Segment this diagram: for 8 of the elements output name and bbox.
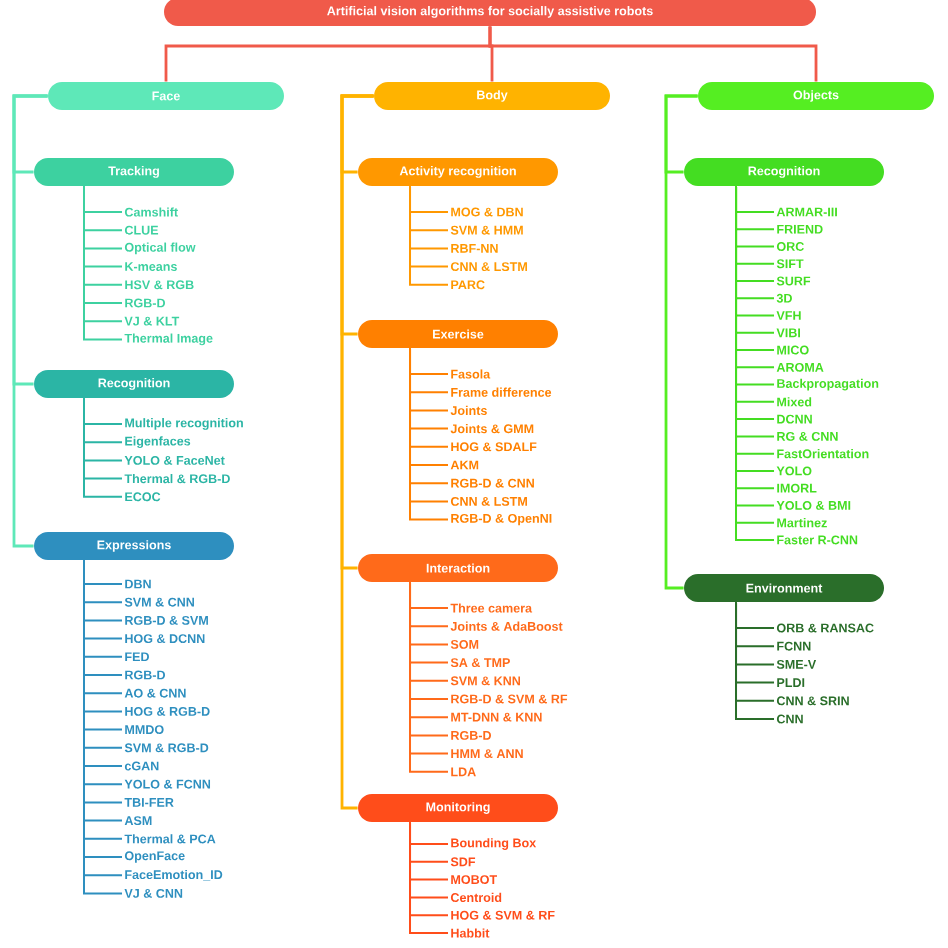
connector-line — [664, 94, 698, 590]
connector-line — [488, 26, 818, 82]
connector-line — [409, 821, 449, 934]
connector-line — [409, 185, 449, 286]
connector-line — [83, 397, 123, 498]
connector-line — [340, 94, 374, 810]
connector-line — [12, 94, 48, 548]
connector-line — [735, 601, 775, 720]
